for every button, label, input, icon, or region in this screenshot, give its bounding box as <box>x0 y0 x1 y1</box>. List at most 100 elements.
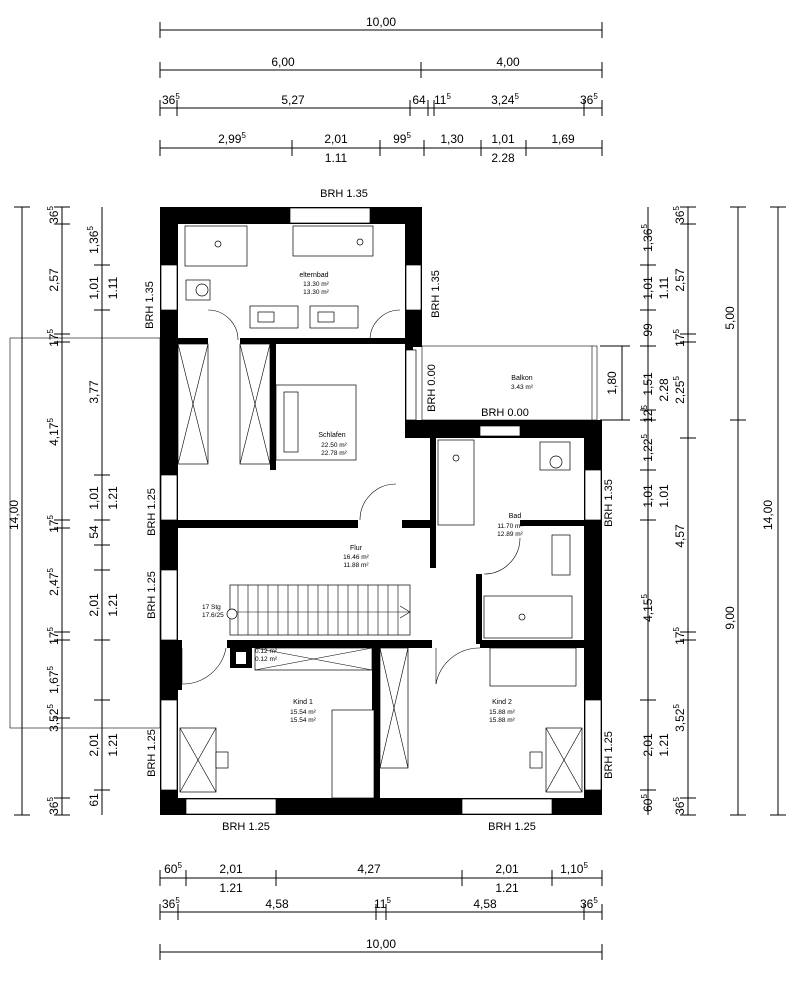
dim-top-4e: 1,01 <box>491 132 515 146</box>
room-bad-name: Bad <box>509 513 522 520</box>
room-bad-area1: 11.70 m² <box>497 523 523 530</box>
shower-bad <box>483 595 573 639</box>
dim-right-mid-5: 175 <box>672 627 687 645</box>
dim-bot-1e: 1,105 <box>560 861 588 876</box>
dim-right-mid-2: 175 <box>672 329 687 347</box>
dim-top-4f: 1,69 <box>551 132 575 146</box>
stair-ratio: 17.6/25 <box>202 612 224 619</box>
stair-steps: 17 Stg <box>202 604 221 611</box>
dim-left-mid-7: 1,675 <box>46 666 61 694</box>
dim-top-2a: 6,00 <box>271 55 295 69</box>
dim-right-in-4: 125 <box>640 405 655 423</box>
shower-kind2 <box>489 647 577 687</box>
dim-bot-1c: 4,27 <box>357 862 381 876</box>
room-elternbad-name: elternbad <box>299 272 328 279</box>
dim-bot-1sub-a: 1.21 <box>219 881 243 895</box>
dim-left-in-0: 1,365 <box>86 226 101 254</box>
room-kind1-area2: 15.54 m² <box>290 717 316 724</box>
dim-total-bottom: 10,00 <box>366 937 396 951</box>
room-kind1-name: Kind 1 <box>293 699 313 706</box>
dim-top-2b: 4,00 <box>496 55 520 69</box>
brh-kind1-left: BRH 1.25 <box>146 729 158 777</box>
dim-right-in-5: 1,225 <box>640 434 655 462</box>
dim-left-insub-2: 1.21 <box>106 593 120 617</box>
brh-elternbad-right: BRH 1.35 <box>430 270 442 318</box>
dim-left-mid-5: 2,475 <box>46 568 61 596</box>
dim-left-mid-9: 365 <box>46 797 61 815</box>
brh-bottom-left: BRH 1.25 <box>222 821 270 833</box>
dim-bot-2d: 4,58 <box>473 897 497 911</box>
dim-right-mid-0: 365 <box>672 206 687 224</box>
window-schlafen-left <box>160 474 178 521</box>
room-abstell-area2: 0.12 m² <box>255 656 278 663</box>
room-labels: elternbad 13.30 m² 13.30 m² Balkon 3.43 … <box>202 272 534 724</box>
dim-right-in-7: 4,155 <box>640 594 655 622</box>
dim-bot-2c: 115 <box>374 896 391 911</box>
dim-top-3a: 365 <box>162 92 180 107</box>
brh-kind2-right: BRH 1.25 <box>603 731 615 779</box>
door-kind2 <box>435 647 481 685</box>
dim-right-insub-0: 1.11 <box>657 276 671 299</box>
dim-top-4d: 1,30 <box>440 132 464 146</box>
room-schlafen-area1: 22.50 m² <box>321 442 347 449</box>
brh-top: BRH 1.35 <box>320 188 368 200</box>
dim-left-total: 14,00 <box>7 500 21 530</box>
door-elternbad-1 <box>207 309 239 341</box>
bathtub-bad <box>437 439 475 526</box>
dim-top-4b: 2,01 <box>324 132 348 146</box>
room-balkon-area: 3.43 m² <box>511 384 534 391</box>
door-kind1 <box>181 647 227 685</box>
brh-flur-left: BRH 1.25 <box>146 571 158 619</box>
room-kind1-area1: 15.54 m² <box>290 709 316 716</box>
dim-right-in-9: 605 <box>640 794 655 812</box>
brh-bad-right: BRH 1.35 <box>603 479 615 527</box>
dim-left-in-5: 2,01 <box>87 593 101 617</box>
door-bad <box>483 537 521 575</box>
window-elternbad-right <box>405 264 422 311</box>
dim-left-mid-6: 175 <box>46 627 61 645</box>
right-dimension-chains: 1,365 1,01 1.11 99 1,51 125 1,225 1,01 1… <box>600 206 786 816</box>
dim-right-insub-1: 1.01 <box>657 484 671 508</box>
dim-right-in-8: 2,01 <box>641 733 655 757</box>
bottom-dimension-chains: 605 2,01 4,27 2,01 1,105 1.21 1.21 365 4… <box>159 861 603 960</box>
room-flur-area2: 11.88 m² <box>343 562 369 569</box>
door-elternbad-2 <box>369 309 401 341</box>
window-elternbad-top <box>289 207 371 224</box>
dim-bot-1b: 2,01 <box>219 862 243 876</box>
dim-left-mid-2: 175 <box>46 329 61 347</box>
brh-bottom-right: BRH 1.25 <box>488 821 536 833</box>
window-balkon-door <box>405 349 417 421</box>
dim-left-insub-1: 1.21 <box>106 486 120 510</box>
dim-right-outer-a: 5,00 <box>723 306 737 330</box>
balcony-outline <box>421 345 598 421</box>
dim-right-mid-4: 4,57 <box>673 524 687 548</box>
brh-labels: BRH 1.35 BRH 1.35 BRH 1.35 BRH 0.00 BRH … <box>144 188 615 833</box>
dim-bot-1a: 605 <box>164 861 182 876</box>
dim-left-mid-3: 4,175 <box>46 418 61 446</box>
dim-right-in-3: 1,51 <box>641 372 655 396</box>
dim-top-4sub-b: 2.28 <box>491 151 515 165</box>
dim-top-3d: 115 <box>434 92 451 107</box>
dim-right-mid-7: 365 <box>672 797 687 815</box>
dim-top-3b: 5,27 <box>281 93 305 107</box>
dim-right-mid-6: 3,525 <box>672 704 687 732</box>
brh-elternbad-left: BRH 1.35 <box>144 281 156 329</box>
staircase <box>226 584 411 636</box>
room-abstell-area1: 0.12 m² <box>255 648 278 655</box>
dim-left-in-4: 54 <box>87 525 101 539</box>
brh-balkon-bottom: BRH 0.00 <box>481 407 529 419</box>
dim-right-outer-c: 14,00 <box>761 500 775 530</box>
dim-top-4c: 995 <box>393 131 411 146</box>
dim-top-3f: 365 <box>580 92 598 107</box>
window-bad-top <box>479 425 521 437</box>
dim-right-midsub-0: 2.28 <box>657 378 671 402</box>
dim-bot-2e: 365 <box>580 896 598 911</box>
dim-left-in-6: 2,01 <box>87 733 101 757</box>
dim-right-in-6: 1,01 <box>641 484 655 508</box>
dim-top-3c: 64 <box>412 93 426 107</box>
brh-balkon-left: BRH 0.00 <box>426 364 438 412</box>
dim-left-mid-1: 2,57 <box>47 268 61 292</box>
room-flur-name: Flur <box>350 545 363 552</box>
dim-bot-2a: 365 <box>162 896 180 911</box>
window-elternbad-left <box>160 264 178 311</box>
